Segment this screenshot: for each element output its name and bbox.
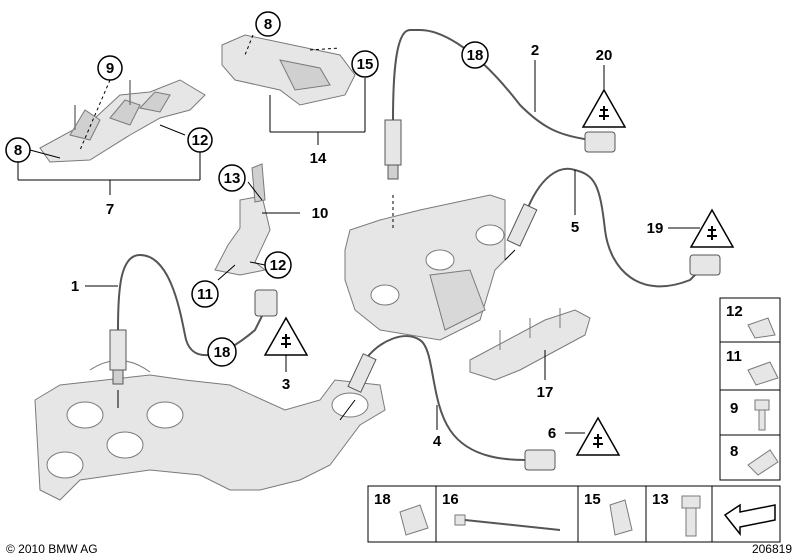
svg-text:15: 15 bbox=[357, 56, 374, 73]
svg-text:15: 15 bbox=[584, 491, 601, 508]
svg-text:8: 8 bbox=[730, 443, 738, 460]
oxygen-sensor-2[interactable] bbox=[384, 29, 616, 180]
callout-18b[interactable]: 18 bbox=[207, 337, 237, 367]
callout-8b[interactable]: 8 bbox=[255, 11, 281, 37]
label-20: 20 bbox=[596, 47, 613, 64]
callout-13[interactable]: 13 bbox=[218, 164, 246, 192]
warning-icon-6 bbox=[575, 416, 621, 456]
label-2: 2 bbox=[531, 42, 539, 59]
bottom-panel-item-13[interactable]: 13 bbox=[652, 491, 701, 537]
callout-11[interactable]: 11 bbox=[191, 280, 219, 308]
label-10: 10 bbox=[312, 205, 329, 222]
heat-shield-17[interactable] bbox=[469, 308, 591, 381]
svg-text:8: 8 bbox=[14, 142, 22, 159]
diagram-id: 206819 bbox=[751, 542, 792, 556]
manifold-upper-right[interactable] bbox=[344, 194, 506, 341]
callout-8a[interactable]: 8 bbox=[5, 137, 31, 163]
side-panel: 12 11 9 8 bbox=[719, 297, 781, 481]
svg-text:9: 9 bbox=[106, 60, 114, 77]
svg-text:9: 9 bbox=[730, 400, 738, 417]
label-1: 1 bbox=[71, 278, 79, 295]
label-4: 4 bbox=[433, 433, 442, 450]
svg-text:12: 12 bbox=[192, 132, 209, 149]
bottom-panel-item-18[interactable]: 18 bbox=[374, 491, 429, 536]
callout-18a[interactable]: 18 bbox=[461, 41, 489, 69]
side-panel-item-11[interactable]: 11 bbox=[726, 348, 779, 386]
oxygen-sensor-4[interactable] bbox=[347, 335, 556, 471]
callout-15[interactable]: 15 bbox=[351, 50, 379, 78]
label-3: 3 bbox=[282, 376, 290, 393]
side-panel-item-12[interactable]: 12 bbox=[726, 303, 776, 339]
label-17: 17 bbox=[537, 384, 554, 401]
side-panel-item-9[interactable]: 9 bbox=[730, 399, 770, 431]
bottom-panel-item-15[interactable]: 15 bbox=[584, 491, 633, 536]
label-19: 19 bbox=[647, 220, 664, 237]
callout-12a[interactable]: 12 bbox=[187, 127, 213, 153]
callout-12b[interactable]: 12 bbox=[264, 251, 292, 279]
warning-icon-19 bbox=[689, 208, 735, 248]
svg-text:8: 8 bbox=[264, 16, 272, 33]
warning-icon-3 bbox=[263, 316, 309, 356]
svg-text:11: 11 bbox=[726, 348, 742, 365]
side-panel-item-8[interactable]: 8 bbox=[730, 443, 779, 476]
manifold-lower-left[interactable] bbox=[34, 360, 386, 501]
label-5: 5 bbox=[571, 219, 579, 236]
svg-text:18: 18 bbox=[374, 491, 391, 508]
bottom-panel-item-16[interactable]: 16 bbox=[442, 491, 561, 531]
svg-text:18: 18 bbox=[467, 47, 484, 64]
label-14: 14 bbox=[310, 150, 327, 167]
svg-text:13: 13 bbox=[224, 170, 241, 187]
svg-text:13: 13 bbox=[652, 491, 669, 508]
label-6: 6 bbox=[548, 425, 556, 442]
oxygen-sensor-5[interactable] bbox=[506, 167, 721, 288]
label-7: 7 bbox=[106, 201, 114, 218]
svg-text:12: 12 bbox=[270, 257, 287, 274]
return-arrow-icon[interactable] bbox=[723, 503, 776, 537]
svg-text:12: 12 bbox=[726, 303, 743, 320]
oxygen-sensor-1[interactable] bbox=[109, 253, 278, 385]
bracket-top[interactable] bbox=[221, 34, 356, 106]
svg-text:11: 11 bbox=[197, 286, 213, 303]
svg-text:16: 16 bbox=[442, 491, 459, 508]
heat-shield-left[interactable] bbox=[39, 79, 206, 163]
bottom-panel: 18 16 15 13 bbox=[367, 485, 781, 543]
callout-9[interactable]: 9 bbox=[97, 55, 123, 81]
copyright-text: © 2010 BMW AG bbox=[6, 542, 98, 556]
svg-text:18: 18 bbox=[214, 344, 231, 361]
warning-icon-20 bbox=[581, 88, 627, 128]
